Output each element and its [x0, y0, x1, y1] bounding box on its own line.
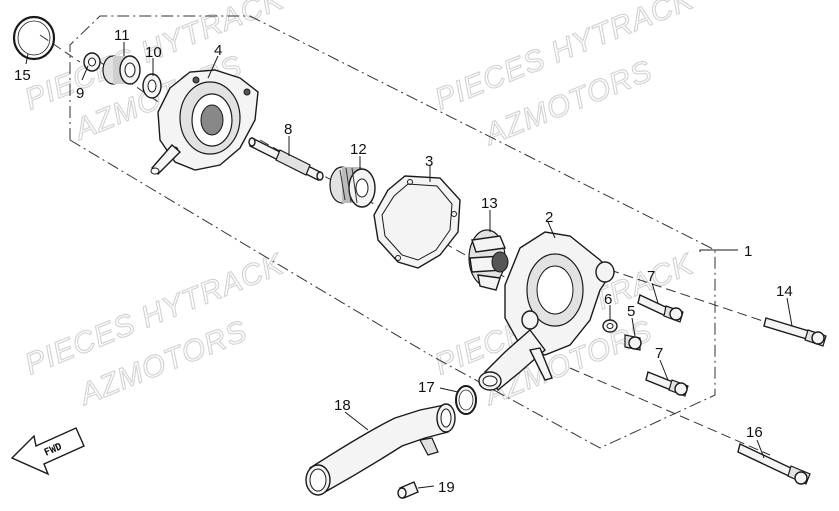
part-2-pump-body [478, 231, 615, 392]
part-3-gasket [373, 175, 461, 269]
part-16-long-bolt [737, 443, 811, 485]
fwd-arrow: FWD [10, 427, 85, 476]
part-5-bolt [624, 334, 642, 351]
callout-17: 17 [418, 379, 435, 396]
part-15-o-ring [12, 15, 56, 61]
part-14-long-bolt [763, 317, 827, 347]
callout-13: 13 [481, 195, 498, 212]
callout-7-upper: 7 [647, 268, 655, 285]
part-18-hose-pipe [305, 403, 456, 496]
callout-9: 9 [76, 85, 84, 102]
callout-7-lower: 7 [655, 345, 663, 362]
part-12-mechanical-seal [329, 166, 376, 208]
part-9-seal [83, 52, 101, 72]
callout-2: 2 [545, 209, 553, 226]
callout-5: 5 [627, 303, 635, 320]
part-8-shaft [248, 136, 324, 182]
callout-19: 19 [438, 479, 455, 496]
callout-15: 15 [14, 67, 31, 84]
part-7-bolt-lower [645, 371, 689, 397]
callout-11: 11 [114, 27, 130, 44]
part-11-bearing [102, 55, 141, 85]
part-7-bolt-upper [637, 294, 684, 323]
part-6-washer [602, 319, 618, 333]
callout-18: 18 [334, 397, 351, 414]
callout-1: 1 [744, 243, 752, 260]
part-10-washer [142, 73, 162, 99]
callout-16: 16 [746, 424, 763, 441]
part-17-o-ring [455, 385, 477, 415]
callout-12: 12 [350, 141, 367, 158]
part-4-pump-cover [150, 69, 259, 175]
part-19-small-hose [397, 481, 419, 499]
callout-labels: 1 2 3 4 5 6 7 7 8 9 10 11 12 13 14 15 16… [14, 27, 793, 496]
callout-4: 4 [214, 42, 222, 59]
callout-14: 14 [776, 283, 793, 300]
callout-8: 8 [284, 121, 292, 138]
callout-3: 3 [425, 153, 433, 170]
callout-10: 10 [145, 44, 162, 61]
part-13-impeller [468, 229, 509, 291]
callout-6: 6 [604, 291, 612, 308]
leader-lines [25, 42, 793, 489]
